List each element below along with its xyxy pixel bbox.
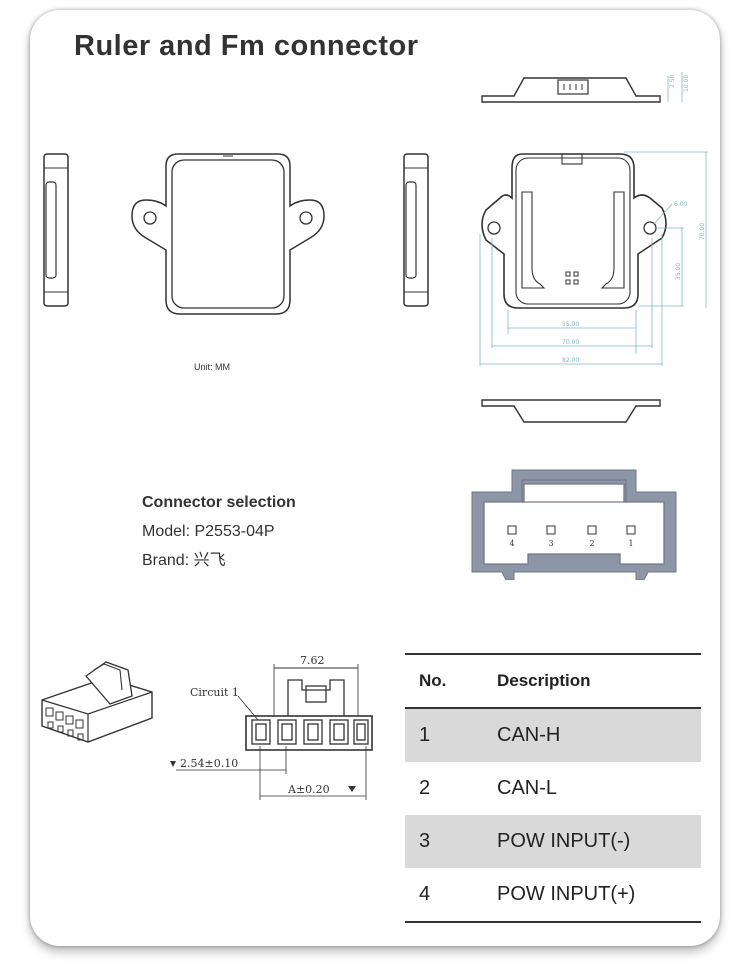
circuit-label: Circuit 1 [190, 686, 239, 699]
pin-label-1: 1 [628, 539, 633, 548]
connector-model: Model: P2553-04P [142, 523, 275, 540]
dimensioned-top-view-drawing: 55.00 70.00 82.00 6.00 35.00 70.00 [479, 151, 708, 366]
pin-label-2: 2 [589, 539, 594, 548]
dim-t1: 2.50 [669, 74, 676, 88]
pitch-label: 2.54±0.10 [180, 757, 238, 770]
dim-h2: 70.00 [699, 223, 706, 240]
table-header-row: No. Description [405, 655, 701, 709]
width-label: 7.62 [300, 654, 325, 667]
pin-label-4: 4 [509, 539, 514, 548]
table-top-rule [405, 653, 701, 655]
side-view-right-drawing [403, 153, 429, 307]
front-view-top-drawing: 2.50 10.00 [481, 72, 690, 103]
dim-h1: 35.00 [675, 263, 682, 280]
table-bottom-rule [405, 921, 701, 923]
pin-no: 2 [419, 777, 431, 799]
unit-label: Unit: MM [194, 362, 230, 372]
pin-description-table: No. Description 1 CAN-H 2 CAN-L 3 POW IN… [405, 653, 701, 923]
col-no-header: No. [419, 671, 447, 690]
dim-t2: 10.00 [683, 75, 690, 92]
dim-d1: 55.00 [562, 321, 579, 328]
pin-label-3: 3 [548, 539, 553, 548]
front-view-bottom-drawing [481, 399, 661, 423]
table-row: 1 CAN-H [405, 709, 701, 762]
table-row: 4 POW INPUT(+) [405, 868, 701, 921]
table-row: 2 CAN-L [405, 762, 701, 815]
page-title: Ruler and Fm connector [74, 30, 419, 62]
pin-no: 1 [419, 724, 431, 746]
connector-selection: Connector selection Model: P2553-04P Bra… [142, 488, 296, 575]
pin-desc: POW INPUT(-) [497, 830, 631, 852]
col-desc-header: Description [497, 671, 591, 690]
plug-dimension-drawing: 7.62 Circuit 1 2.54±0.10 A±0.20 [170, 654, 373, 800]
dim-d2: 70.00 [562, 339, 579, 346]
table-row: 3 POW INPUT(-) [405, 815, 701, 868]
connector-brand: Brand: 兴飞 [142, 552, 226, 569]
pin-no: 3 [419, 830, 431, 852]
pin-desc: CAN-H [497, 724, 561, 746]
top-view-outline-drawing [131, 153, 325, 315]
pin-desc: CAN-L [497, 777, 558, 799]
connector-heading: Connector selection [142, 494, 296, 511]
side-view-left-drawing [43, 153, 69, 307]
a-label: A±0.20 [287, 783, 330, 796]
dim-hole: 6.00 [674, 201, 688, 208]
connector-face-drawing: 4 3 2 1 [471, 469, 677, 580]
pin-desc: POW INPUT(+) [497, 883, 636, 905]
plug-isometric-drawing [41, 661, 153, 743]
pin-no: 4 [419, 883, 431, 905]
connector-pins: 4 3 2 1 [507, 525, 636, 548]
dim-d3: 82.00 [562, 357, 579, 364]
